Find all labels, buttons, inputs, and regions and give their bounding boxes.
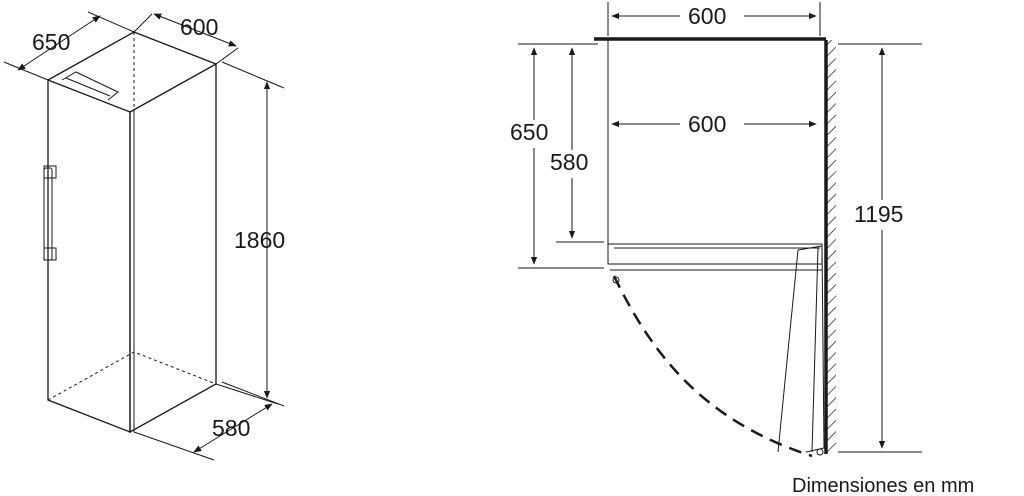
door-top-handle-recess (61, 71, 119, 101)
plan-top-width-dimension: 600 (607, 2, 821, 36)
plan-view: 600 600 650 580 1195 (508, 2, 922, 458)
iso-depth-dimension: 650 (3, 11, 135, 81)
iso-height-dimension: 1860 (221, 61, 285, 407)
iso-base-depth-dimension: 580 (133, 383, 279, 461)
plan-depth-body-dimension: 580 (548, 47, 604, 243)
plan-depth-body-label: 580 (550, 149, 588, 175)
units-caption: Dimensiones en mm (792, 475, 974, 496)
plan-wall-depth-label: 1195 (854, 201, 903, 227)
plan-inner-width-dimension: 600 (611, 110, 817, 138)
door-swing-arc (612, 275, 813, 458)
iso-height-label: 1860 (234, 227, 285, 253)
plan-depth-with-door-dimension: 650 (508, 43, 604, 269)
iso-width-label: 600 (180, 14, 218, 40)
plan-wall-depth-dimension: 1195 (838, 43, 922, 453)
door-open-outline (612, 245, 825, 456)
plan-cabinet-body (607, 40, 823, 271)
plan-depth-with-door-label: 650 (510, 119, 548, 145)
hinge-pin-icon (612, 276, 620, 284)
plan-inner-width-label: 600 (688, 111, 726, 137)
hinge-pin-icon (816, 448, 824, 456)
iso-base-depth-label: 580 (212, 415, 250, 441)
cabinet-body (47, 31, 217, 434)
wall (594, 37, 836, 454)
isometric-view: 600 650 1860 580 (3, 11, 285, 461)
door-handle (43, 165, 57, 261)
iso-width-dimension: 600 (133, 13, 239, 65)
plan-top-width-label: 600 (688, 3, 726, 29)
iso-depth-label: 650 (32, 29, 70, 55)
